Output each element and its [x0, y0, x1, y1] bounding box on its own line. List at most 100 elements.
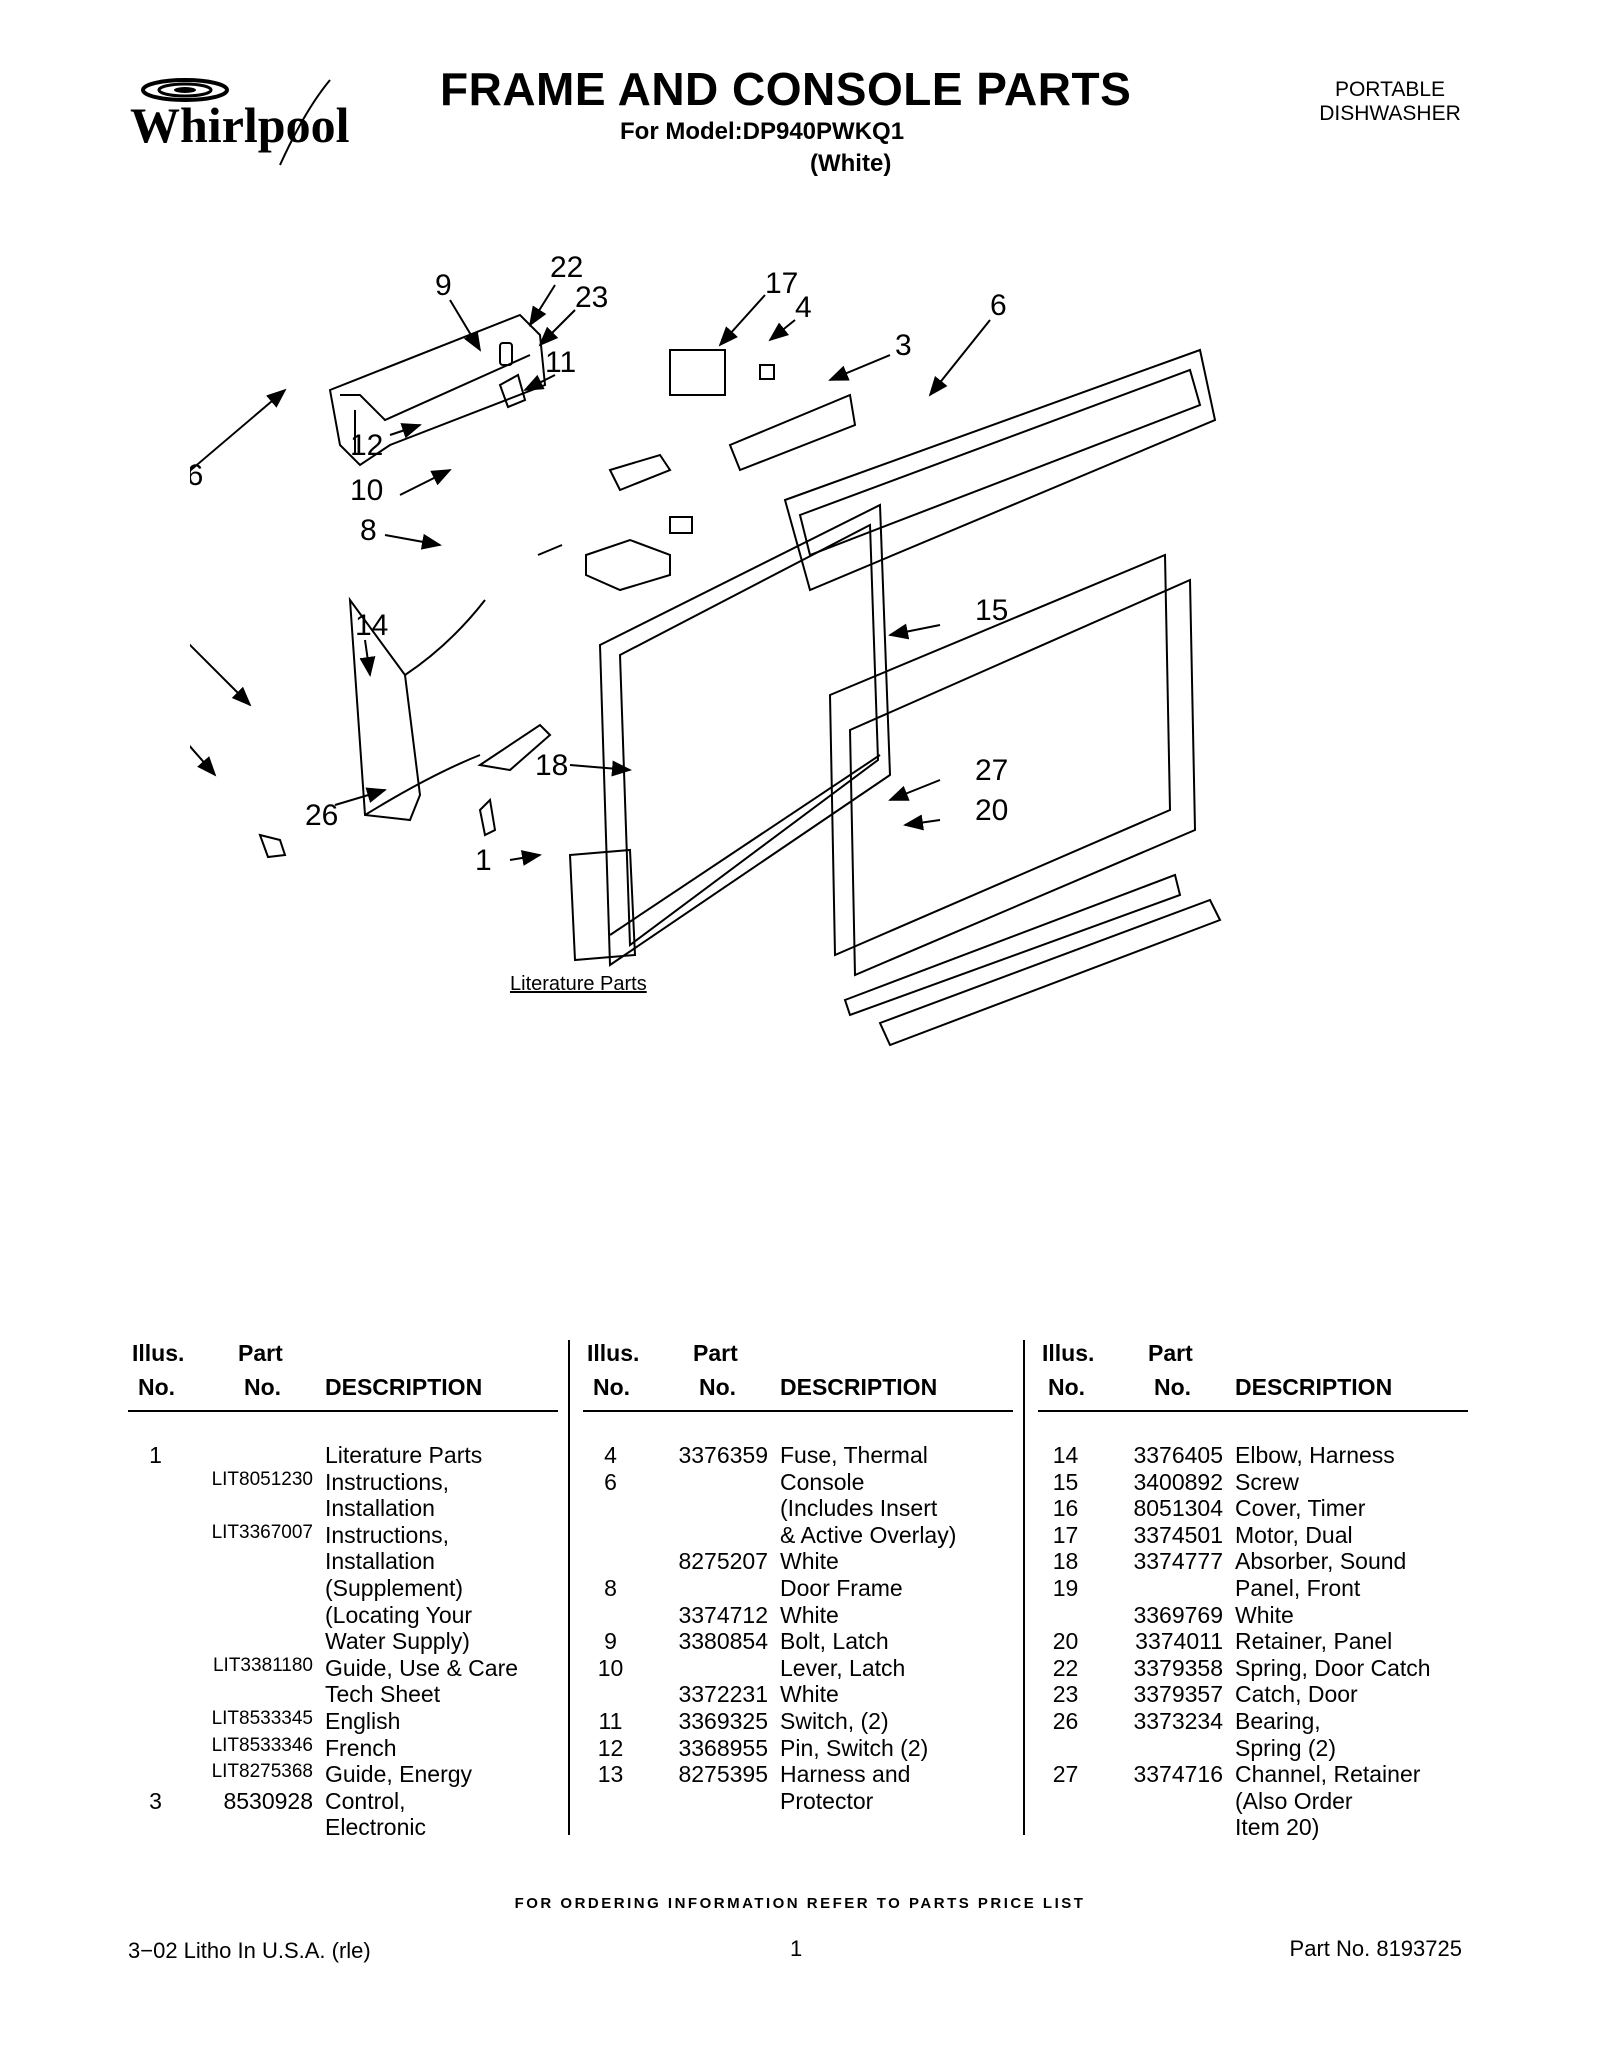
- table-row: LIT3367007 Instructions,: [128, 1522, 558, 1549]
- illus-number: 23: [1052, 1681, 1079, 1708]
- column-divider-2: [1023, 1340, 1025, 1835]
- part-description: French: [325, 1734, 397, 1761]
- part-number: 3374011: [1135, 1628, 1223, 1655]
- description-header: DESCRIPTION: [1235, 1374, 1393, 1400]
- part-number: 3372231: [678, 1681, 768, 1708]
- litho-info: 3−02 Litho In U.S.A. (rle): [128, 1938, 371, 1963]
- part-description: Retainer, Panel: [1235, 1628, 1393, 1655]
- part-description: White: [1235, 1601, 1294, 1628]
- part-description: Absorber, Sound: [1235, 1548, 1407, 1575]
- part-description: Bearing,: [1235, 1707, 1321, 1734]
- illus-number: 11: [598, 1707, 623, 1734]
- callout-17: 17: [765, 267, 798, 300]
- part-header-line-2: No.: [244, 1374, 282, 1400]
- callout-16: 16: [190, 459, 203, 492]
- part-description: Installation: [325, 1495, 435, 1522]
- part-number: LIT3381180: [212, 1654, 313, 1676]
- callout-22: 22: [550, 255, 583, 284]
- exploded-parts-diagram: 22 23 17 4 6 9 3 11 16 12 10 8 13 14 19 …: [190, 255, 1222, 1047]
- illus-number: 10: [597, 1654, 624, 1681]
- part-description: Protector: [780, 1787, 874, 1814]
- page-title: FRAME AND CONSOLE PARTS: [440, 63, 1132, 115]
- whirlpool-logo: Whirlpool: [130, 78, 350, 166]
- part-number: 3380854: [678, 1628, 768, 1655]
- part-number: 3379357: [1133, 1681, 1223, 1708]
- illus-number: 4: [604, 1442, 617, 1468]
- illus-number: 14: [1052, 1442, 1079, 1468]
- table-row: 19 Panel, Front: [1038, 1575, 1468, 1602]
- part-description: Panel, Front: [1235, 1574, 1361, 1601]
- part-description: Bolt, Latch: [780, 1628, 889, 1655]
- part-number: 8530928: [223, 1787, 313, 1814]
- part-number: 3368955: [678, 1734, 768, 1761]
- description-header: DESCRIPTION: [780, 1374, 938, 1400]
- part-header-line-1: Part: [693, 1340, 738, 1366]
- callout-14: 14: [355, 609, 388, 642]
- callout-3: 3: [895, 329, 912, 362]
- table-row: (Supplement): [128, 1575, 558, 1602]
- table-row: 12 3368955 Pin, Switch (2): [583, 1735, 1013, 1762]
- part-description: (Includes Insert: [780, 1495, 938, 1522]
- illus-number: 19: [1052, 1574, 1079, 1601]
- table-row: Water Supply): [128, 1628, 558, 1655]
- table-row: (Also Order: [1038, 1788, 1468, 1815]
- callout-20: 20: [975, 794, 1008, 827]
- part-description: Electronic: [325, 1814, 426, 1841]
- part-header-line-2: No.: [699, 1374, 737, 1400]
- illus-number: 3: [149, 1787, 162, 1814]
- part-number: LIT3367007: [211, 1521, 313, 1543]
- part-number: 3376405: [1133, 1442, 1223, 1468]
- part-description: Pin, Switch (2): [780, 1734, 929, 1761]
- part-description: White: [780, 1681, 839, 1708]
- part-number: 3373234: [1133, 1707, 1223, 1734]
- callout-8: 8: [360, 514, 377, 547]
- part-number: 3376359: [678, 1442, 768, 1468]
- illus-header-line-1: Illus.: [587, 1340, 640, 1366]
- part-description: (Supplement): [325, 1574, 464, 1601]
- page-number: 1: [790, 1936, 803, 1961]
- part-number: 3369325: [678, 1707, 768, 1734]
- table-row: Protector: [583, 1788, 1013, 1815]
- part-description: Guide, Energy: [325, 1761, 473, 1788]
- callout-6: 6: [990, 289, 1007, 322]
- part-description: Instructions,: [325, 1521, 449, 1548]
- product-type: PORTABLE DISHWASHER: [1290, 78, 1490, 126]
- timer-cover-shape: [328, 313, 547, 467]
- table-row: Electronic: [128, 1814, 558, 1841]
- part-description: Elbow, Harness: [1235, 1442, 1395, 1468]
- part-description: White: [780, 1548, 839, 1575]
- illus-header-line-1: Illus.: [132, 1340, 185, 1366]
- column-divider-1: [568, 1340, 570, 1835]
- table-row: (Locating Your: [128, 1602, 558, 1629]
- part-number: 3379358: [1133, 1654, 1223, 1681]
- illus-number: 6: [604, 1468, 617, 1495]
- part-number: 3400892: [1133, 1468, 1223, 1495]
- callout-11: 11: [545, 346, 576, 379]
- illus-header-line-2: No.: [593, 1374, 631, 1400]
- table-row: Item 20): [1038, 1814, 1468, 1841]
- illus-number: 12: [597, 1734, 624, 1761]
- part-description: Screw: [1235, 1468, 1299, 1495]
